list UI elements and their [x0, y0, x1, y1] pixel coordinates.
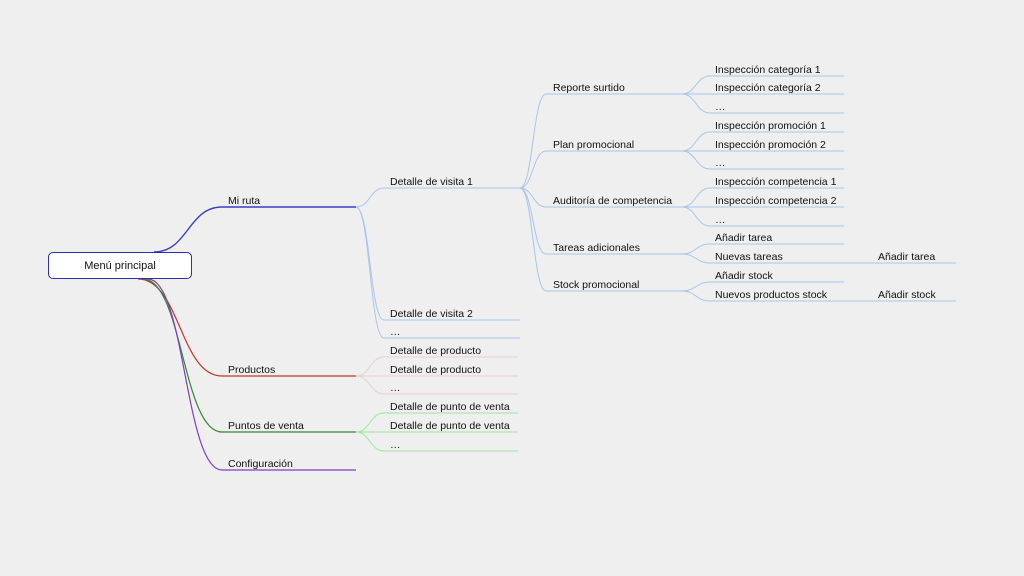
- node-nuevos-productos-anadir-stock[interactable]: Añadir stock: [878, 289, 936, 301]
- node-tareas-adicionales[interactable]: Tareas adicionales: [553, 242, 640, 254]
- node-competencia-more[interactable]: …: [715, 214, 726, 226]
- node-inspeccion-promocion-1[interactable]: Inspección promoción 1: [715, 120, 826, 132]
- node-nuevas-tareas-anadir-tarea[interactable]: Añadir tarea: [878, 251, 936, 263]
- node-productos[interactable]: Productos: [228, 364, 276, 376]
- node-detalle-producto-2[interactable]: Detalle de producto: [390, 364, 482, 376]
- node-anadir-stock[interactable]: Añadir stock: [715, 270, 773, 282]
- link-stock-leaf-0: [681, 281, 844, 292]
- node-puntos-de-venta[interactable]: Puntos de venta: [228, 420, 304, 432]
- link-configuracion: [147, 278, 356, 471]
- link-visita-more: [355, 206, 520, 339]
- node-nuevas-tareas[interactable]: Nuevas tareas: [715, 251, 783, 263]
- link-categoria-leaf-0: [681, 75, 844, 95]
- link-producto-leaf-0: [355, 356, 518, 377]
- node-inspeccion-competencia-1[interactable]: Inspección competencia 1: [715, 176, 837, 188]
- link-tareas-leaf-1: [681, 253, 844, 264]
- link-promocion-leaf-0: [681, 131, 844, 152]
- link-puntos-de-venta: [142, 278, 356, 433]
- node-stock-promocional[interactable]: Stock promocional: [553, 279, 640, 291]
- link-tareas-leaf-0: [681, 243, 844, 255]
- link-visita-2: [355, 206, 520, 321]
- link-competencia-leaf-2: [681, 206, 844, 227]
- node-configuracion[interactable]: Configuración: [228, 458, 293, 470]
- node-reporte-surtido[interactable]: Reporte surtido: [553, 82, 625, 94]
- link-plan-promocional: [519, 150, 682, 189]
- link-mi-ruta: [153, 206, 356, 253]
- node-inspeccion-promocion-2[interactable]: Inspección promoción 2: [715, 139, 826, 151]
- node-detalle-visita-1[interactable]: Detalle de visita 1: [390, 176, 473, 188]
- node-detalle-punto-venta-2[interactable]: Detalle de punto de venta: [390, 420, 510, 432]
- node-producto-more[interactable]: …: [390, 382, 401, 394]
- link-punto-venta-leaf-2: [355, 431, 518, 452]
- link-visita-1: [355, 187, 520, 208]
- node-inspeccion-categoria-1[interactable]: Inspección categoría 1: [715, 64, 821, 76]
- link-reporte-surtido: [519, 93, 682, 189]
- link-auditoria: [519, 187, 682, 208]
- link-competencia-leaf-0: [681, 187, 844, 208]
- node-detalle-producto-1[interactable]: Detalle de producto: [390, 345, 482, 357]
- link-stock-leaf-1: [681, 290, 844, 302]
- node-detalle-punto-venta-1[interactable]: Detalle de punto de venta: [390, 401, 510, 413]
- node-mi-ruta[interactable]: Mi ruta: [228, 195, 261, 207]
- node-nuevos-productos-stock[interactable]: Nuevos productos stock: [715, 289, 828, 301]
- node-inspeccion-competencia-2[interactable]: Inspección competencia 2: [715, 195, 837, 207]
- link-punto-venta-leaf-0: [355, 412, 518, 433]
- link-productos: [137, 278, 356, 377]
- link-categoria-leaf-2: [681, 93, 844, 114]
- root-node-menu-principal[interactable]: Menú principal: [48, 252, 192, 279]
- node-visita-more[interactable]: …: [390, 326, 401, 338]
- node-plan-promocional[interactable]: Plan promocional: [553, 139, 635, 151]
- link-producto-leaf-2: [355, 375, 518, 395]
- node-anadir-tarea[interactable]: Añadir tarea: [715, 232, 773, 244]
- node-inspeccion-categoria-2[interactable]: Inspección categoría 2: [715, 82, 821, 94]
- link-tareas: [519, 187, 682, 255]
- node-auditoria-competencia[interactable]: Auditoría de competencia: [553, 195, 673, 207]
- node-categoria-more[interactable]: …: [715, 101, 726, 113]
- node-promocion-more[interactable]: …: [715, 157, 726, 169]
- link-stock: [519, 187, 682, 292]
- link-promocion-leaf-2: [681, 150, 844, 170]
- node-punto-venta-more[interactable]: …: [390, 439, 401, 451]
- node-detalle-visita-2[interactable]: Detalle de visita 2: [390, 308, 473, 320]
